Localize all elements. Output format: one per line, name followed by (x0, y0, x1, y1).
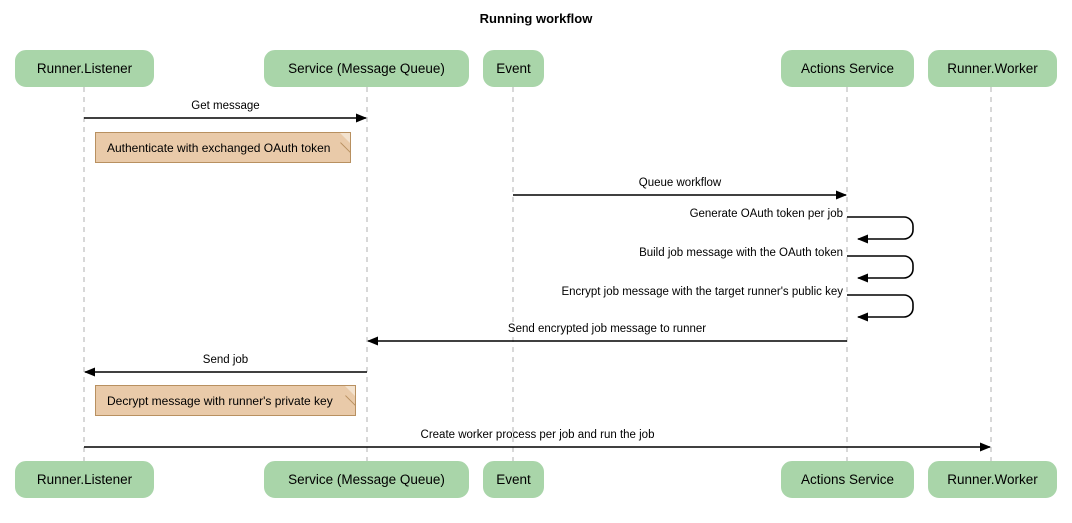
message-label-queue-workflow: Queue workflow (638, 177, 722, 189)
participant-label: Runner.Worker (947, 61, 1038, 76)
participant-label: Runner.Worker (947, 472, 1038, 487)
participant-service-mq-header[interactable]: Service (Message Queue) (264, 50, 469, 87)
participant-label: Service (Message Queue) (288, 472, 445, 487)
participant-event-footer[interactable]: Event (483, 461, 544, 498)
message-label-create-worker: Create worker process per job and run th… (420, 429, 655, 441)
participant-label: Actions Service (800, 61, 895, 76)
note-authenticate: Authenticate with exchanged OAuth token (95, 132, 360, 163)
participant-runner-listener-header[interactable]: Runner.Listener (15, 50, 154, 87)
message-label-send-job: Send job (202, 354, 249, 366)
participant-label: Event (496, 61, 531, 76)
self-message-build-job-msg (847, 255, 914, 283)
message-label-encrypt-job-msg: Encrypt job message with the target runn… (561, 286, 843, 298)
message-label-get-message: Get message (191, 100, 260, 112)
arrows-group (84, 113, 991, 452)
message-label-send-encrypted: Send encrypted job message to runner (507, 323, 707, 335)
participant-label: Event (496, 472, 531, 487)
note-fold-corner-icon (345, 386, 355, 396)
participant-actions-service-header[interactable]: Actions Service (781, 50, 914, 87)
participant-runner-worker-header[interactable]: Runner.Worker (928, 50, 1057, 87)
message-label-generate-token: Generate OAuth token per job (689, 208, 843, 220)
participant-label: Actions Service (800, 472, 895, 487)
note-decrypt: Decrypt message with runner's private ke… (95, 385, 365, 416)
note-text: Authenticate with exchanged OAuth token (107, 140, 331, 155)
participant-label: Runner.Listener (36, 472, 133, 487)
participant-runner-listener-footer[interactable]: Runner.Listener (15, 461, 154, 498)
participant-runner-worker-footer[interactable]: Runner.Worker (928, 461, 1057, 498)
note-text: Decrypt message with runner's private ke… (107, 393, 333, 408)
participant-event-header[interactable]: Event (483, 50, 544, 87)
self-message-generate-token (847, 216, 914, 244)
message-label-build-job-msg: Build job message with the OAuth token (639, 247, 843, 259)
lifelines-group (83, 87, 992, 461)
participant-actions-service-footer[interactable]: Actions Service (781, 461, 914, 498)
note-fold-corner-icon (340, 133, 350, 143)
participant-service-mq-footer[interactable]: Service (Message Queue) (264, 461, 469, 498)
self-message-encrypt-job-msg (847, 294, 914, 322)
participant-label: Service (Message Queue) (288, 61, 445, 76)
page-title: Running workflow (479, 11, 593, 26)
participant-label: Runner.Listener (36, 61, 133, 76)
